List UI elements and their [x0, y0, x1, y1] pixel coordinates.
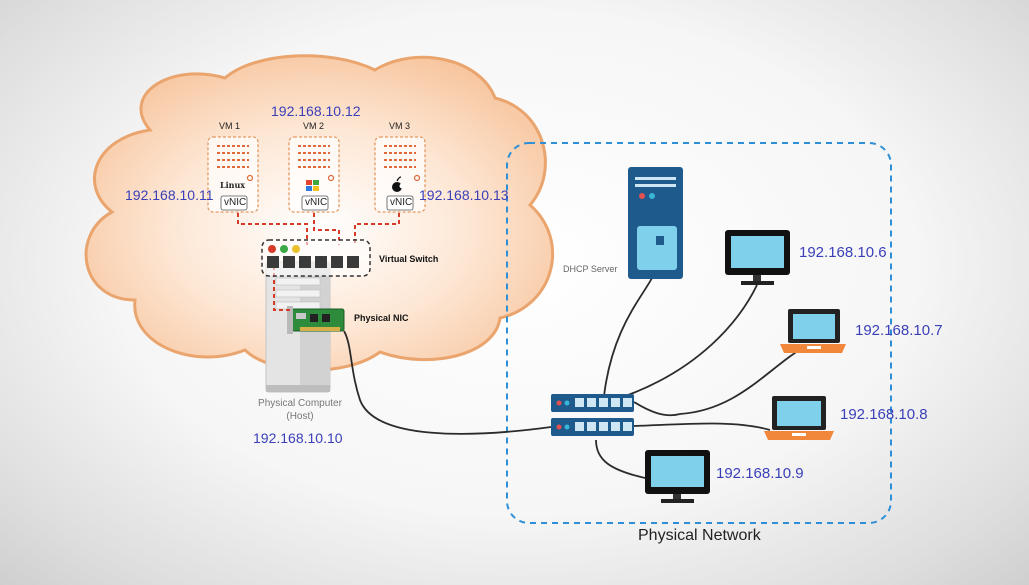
vm-3-icon — [374, 136, 426, 213]
vm-1-ip: 192.168.10.11 — [125, 187, 214, 203]
vm-2-ip: 192.168.10.12 — [271, 103, 361, 119]
host-ip: 192.168.10.10 — [253, 430, 343, 446]
client-2-ip: 192.168.10.7 — [855, 322, 943, 339]
vm-2-nic-label: vNIC — [305, 197, 328, 208]
apple-logo-icon — [392, 176, 405, 192]
client-3-laptop-icon — [764, 396, 834, 440]
vm-1-icon — [207, 136, 259, 213]
client-1-ip: 192.168.10.6 — [799, 244, 887, 261]
physical-network-title: Physical Network — [638, 527, 761, 544]
virtual-switch-label: Virtual Switch — [379, 254, 439, 264]
host-label-line2: (Host) — [286, 411, 314, 422]
physical-switch-lower — [551, 418, 634, 436]
client-4-monitor-icon — [645, 450, 710, 503]
vm-2-label: VM 2 — [303, 121, 325, 131]
physical-nic-card — [287, 306, 345, 334]
network-cables — [343, 277, 809, 479]
client-1-monitor-icon — [725, 230, 790, 285]
vm-1-nic-label: vNIC — [224, 197, 247, 208]
vm-2-icon — [288, 136, 340, 213]
client-4-ip: 192.168.10.9 — [716, 465, 804, 482]
host-label-line1: Physical Computer — [258, 398, 342, 409]
windows-logo-icon — [306, 180, 319, 191]
physical-network-boundary — [506, 142, 892, 524]
vm-3-label: VM 3 — [389, 121, 411, 131]
physical-nic-label: Physical NIC — [354, 313, 409, 323]
physical-switch-upper — [551, 394, 634, 412]
vm-1-os-badge: Linux — [220, 180, 246, 190]
vm-3-ip: 192.168.10.13 — [419, 187, 509, 203]
dhcp-server-label: DHCP Server — [563, 264, 618, 274]
virtualization-cloud — [84, 54, 554, 372]
client-2-laptop-icon — [780, 309, 846, 353]
vm-3-nic-label: vNIC — [390, 197, 413, 208]
vm-1-label: VM 1 — [219, 121, 241, 131]
dhcp-server-icon — [628, 167, 683, 279]
virtual-switch-device — [261, 239, 371, 277]
client-3-ip: 192.168.10.8 — [840, 406, 928, 423]
